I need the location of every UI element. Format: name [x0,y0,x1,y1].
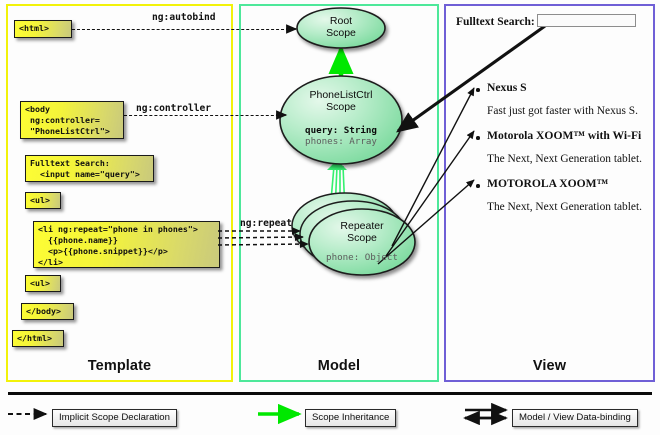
view-list-bullet [476,136,480,140]
view-item-name: Motorola XOOM™ with Wi-Fi [487,129,642,142]
panel-model-label: Model [317,358,361,374]
panel-view-label: View [532,358,567,374]
view-item-snippet: The Next, Next Generation tablet. [487,201,642,213]
code-box-body-open: <body ng:controller= "PhoneListCtrl"> [20,101,124,139]
code-box-html-close: </html> [12,330,64,347]
connector-repeat-label: ng:repeat [240,218,292,229]
view-item-snippet: The Next, Next Generation tablet. [487,153,642,165]
connector-controller-label: ng:controller [136,103,212,114]
view-list-bullet [476,184,480,188]
legend-divider [8,392,652,395]
view-item-name: Nexus S [487,81,527,94]
connector-controller-line [124,115,284,116]
view-search-label: Fulltext Search: [456,16,535,28]
legend-item-scope-inheritance: Scope Inheritance [305,409,397,427]
code-box-html-open: <html> [14,20,72,38]
panel-template-label: Template [87,358,152,374]
view-list-bullet [476,88,480,92]
view-item-name: MOTOROLA XOOM™ [487,177,609,190]
panel-model: Model [239,4,439,382]
code-box-fulltext-search: Fulltext Search: <input name="query"> [25,155,154,182]
connector-autobind-line [72,29,294,30]
code-box-ul-close: <ul> [25,275,61,292]
legend-item-model-view-data-binding: Model / View Data-binding [512,409,638,427]
view-search-input[interactable] [537,14,636,27]
view-item-snippet: Fast just got faster with Nexus S. [487,105,638,117]
legend-markers [8,402,508,426]
connector-autobind-label: ng:autobind [152,12,216,23]
code-box-ul-open: <ul> [25,192,61,209]
code-box-li-repeat: <li ng:repeat="phone in phones"> {{phone… [33,221,220,268]
code-box-body-close: </body> [21,303,74,320]
panel-view: View [444,4,655,382]
legend-item-implicit-scope-declaration: Implicit Scope Declaration [52,409,177,427]
